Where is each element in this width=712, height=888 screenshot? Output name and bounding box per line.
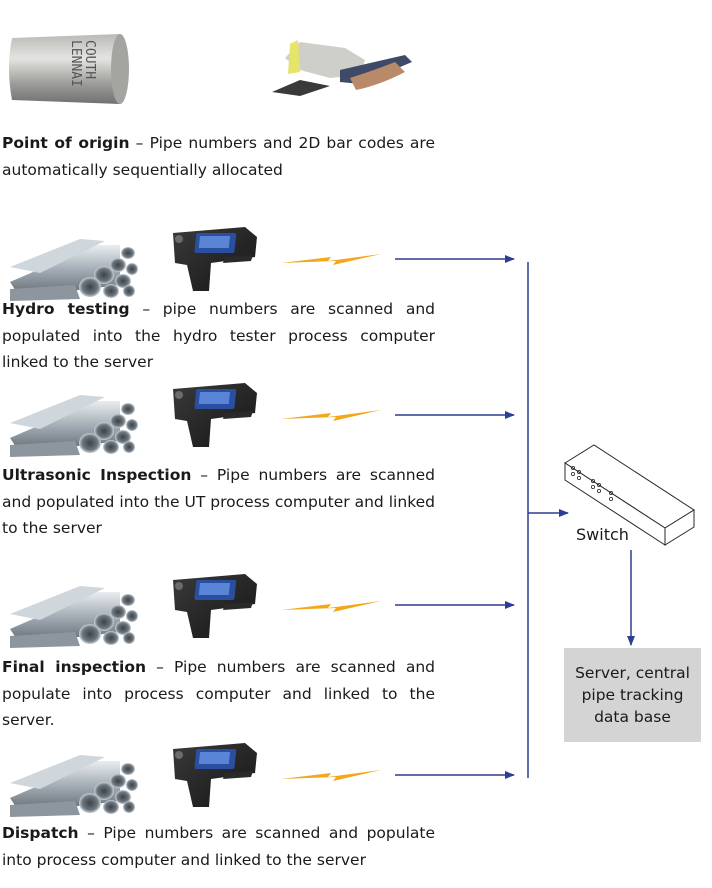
pipe-end-photo: COUTHLENNAI (9, 34, 129, 104)
ultrasonic-text: – Pipe numbers are scanned and populated… (2, 466, 435, 537)
final-title: Final inspection (2, 658, 147, 676)
origin-title: Point of origin (2, 134, 130, 152)
dispatch-title: Dispatch (2, 824, 79, 842)
pipe-marking-text: COUTHLENNAI (68, 40, 97, 87)
hydro-title: Hydro testing (2, 300, 130, 318)
origin-text: – Pipe numbers and 2D bar codes are auto… (2, 134, 435, 179)
server-label: Server, central pipe tracking data base (575, 664, 690, 726)
server-box: Server, central pipe tracking data base (564, 648, 701, 742)
hydro-text: – pipe numbers are scanned and populated… (2, 300, 435, 371)
dispatch-caption: Dispatch – Pipe numbers are scanned and … (2, 820, 435, 873)
laser-marker-photo (272, 40, 412, 96)
pipe-bundle-image (10, 755, 138, 817)
ultrasonic-caption: Ultrasonic Inspection – Pipe numbers are… (2, 462, 435, 542)
stage-row-dispatch (10, 743, 381, 817)
scanner-image (173, 227, 257, 291)
stage-row-final (10, 574, 381, 648)
switch-label: Switch (576, 525, 629, 544)
stage-row-ultrasonic (10, 383, 381, 457)
dispatch-text: – Pipe numbers are scanned and populate … (2, 824, 435, 869)
wireless-signal-icon (281, 410, 381, 421)
scanner-image (173, 743, 257, 807)
scanner-image (173, 383, 257, 447)
stage-row-hydro (10, 227, 381, 301)
origin-caption: Point of origin – Pipe numbers and 2D ba… (2, 130, 435, 183)
switch-icon (564, 444, 695, 546)
pipe-bundle-image (10, 395, 138, 457)
ultrasonic-title: Ultrasonic Inspection (2, 466, 192, 484)
wireless-signal-icon (281, 254, 381, 265)
wireless-signal-icon (281, 601, 381, 612)
wireless-signal-icon (281, 770, 381, 781)
final-caption: Final inspection – Pipe numbers are scan… (2, 654, 435, 734)
hydro-caption: Hydro testing – pipe numbers are scanned… (2, 296, 435, 376)
final-text: – Pipe numbers are scanned and populate … (2, 658, 435, 729)
pipe-bundle-image (10, 586, 138, 648)
scanner-image (173, 574, 257, 638)
pipe-bundle-image (10, 239, 138, 301)
